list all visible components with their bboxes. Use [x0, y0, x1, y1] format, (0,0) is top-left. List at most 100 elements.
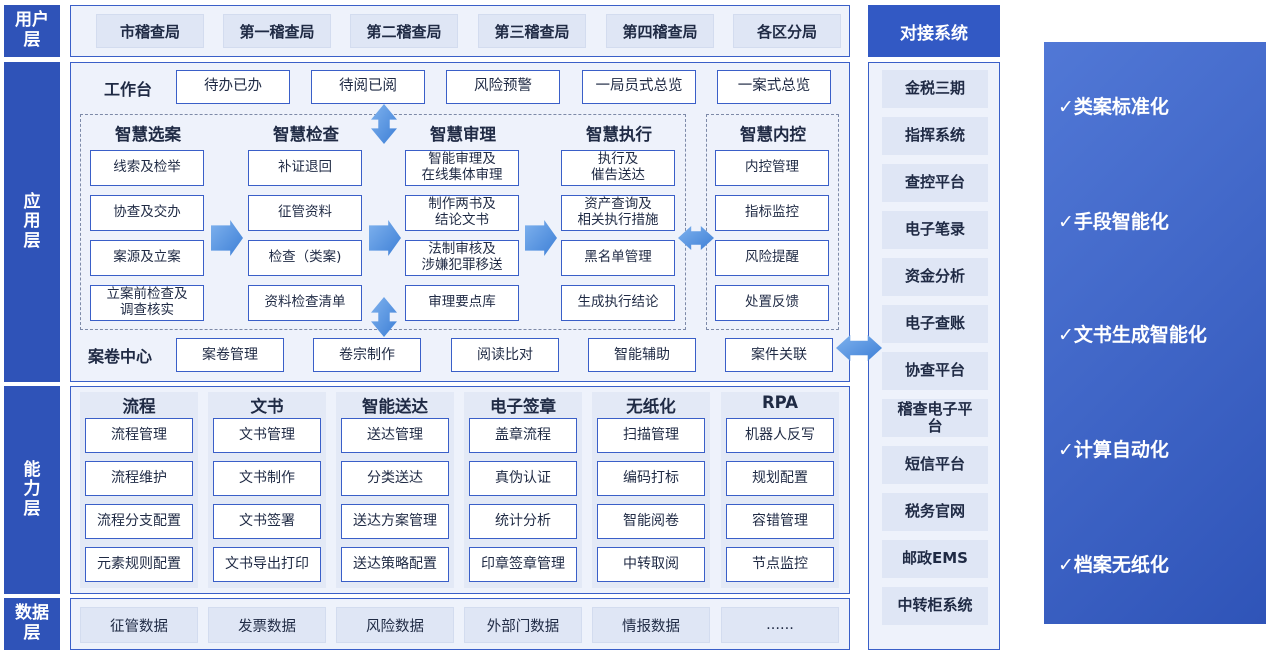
workbench-title: 工作台	[104, 80, 153, 99]
capability-title-4: 电子签章	[490, 397, 556, 416]
capability-title-6: RPA	[761, 393, 799, 412]
group-3-item-1[interactable]: 智能审理及 在线集体审理	[405, 150, 519, 186]
group-3-item-2[interactable]: 制作两书及 结论文书	[405, 195, 519, 231]
capability-6-item-4[interactable]: 节点监控	[726, 547, 834, 582]
capability-4-item-1[interactable]: 盖章流程	[469, 418, 577, 453]
group-5-item-4[interactable]: 处置反馈	[715, 285, 829, 321]
case-center-item-2[interactable]: 卷宗制作	[313, 338, 421, 372]
group-1-item-4[interactable]: 立案前检查及 调查核实	[90, 285, 204, 321]
capability-5-item-4[interactable]: 中转取阅	[597, 547, 705, 582]
system-item-4[interactable]: 电子笔录	[882, 211, 988, 249]
group-2-item-1[interactable]: 补证退回	[248, 150, 362, 186]
capability-2-item-2[interactable]: 文书制作	[213, 461, 321, 496]
system-item-1[interactable]: 金税三期	[882, 70, 988, 108]
system-item-2[interactable]: 指挥系统	[882, 117, 988, 155]
group-2-item-3[interactable]: 检查（类案)	[248, 240, 362, 276]
capability-1-item-3[interactable]: 流程分支配置	[85, 504, 193, 539]
data-source-1[interactable]: 征管数据	[80, 607, 198, 643]
capability-1-item-2[interactable]: 流程维护	[85, 461, 193, 496]
capability-4-item-3[interactable]: 统计分析	[469, 504, 577, 539]
layer-label-app: 应 用 层	[4, 62, 60, 382]
capability-3-item-4[interactable]: 送达策略配置	[341, 547, 449, 582]
user-unit-6[interactable]: 各区分局	[733, 14, 841, 48]
group-2-item-2[interactable]: 征管资料	[248, 195, 362, 231]
capability-5-item-3[interactable]: 智能阅卷	[597, 504, 705, 539]
group-4-item-1[interactable]: 执行及 催告送达	[561, 150, 675, 186]
capability-title-1: 流程	[122, 397, 156, 416]
user-unit-5[interactable]: 第四稽查局	[606, 14, 714, 48]
user-unit-2[interactable]: 第一稽查局	[223, 14, 331, 48]
group-2-item-4[interactable]: 资料检查清单	[248, 285, 362, 321]
capability-3-item-2[interactable]: 分类送达	[341, 461, 449, 496]
group-5-item-3[interactable]: 风险提醒	[715, 240, 829, 276]
feature-1: ✓类案标准化	[1058, 95, 1169, 118]
capability-2-item-4[interactable]: 文书导出打印	[213, 547, 321, 582]
group-5-item-2[interactable]: 指标监控	[715, 195, 829, 231]
capability-4-item-2[interactable]: 真伪认证	[469, 461, 577, 496]
system-item-12[interactable]: 中转柜系统	[882, 587, 988, 625]
capability-6-item-3[interactable]: 容错管理	[726, 504, 834, 539]
case-center-item-3[interactable]: 阅读比对	[451, 338, 559, 372]
case-center-item-5[interactable]: 案件关联	[725, 338, 833, 372]
capability-5-item-2[interactable]: 编码打标	[597, 461, 705, 496]
feature-5: ✓档案无纸化	[1058, 553, 1169, 576]
data-source-3[interactable]: 风险数据	[336, 607, 454, 643]
group-1-item-2[interactable]: 协查及交办	[90, 195, 204, 231]
group-1-item-1[interactable]: 线索及检举	[90, 150, 204, 186]
capability-title-5: 无纸化	[626, 397, 676, 416]
capability-2-item-1[interactable]: 文书管理	[213, 418, 321, 453]
capability-3-item-3[interactable]: 送达方案管理	[341, 504, 449, 539]
data-source-6[interactable]: ......	[721, 607, 839, 643]
group-title-2: 智慧检查	[273, 125, 339, 144]
capability-1-item-1[interactable]: 流程管理	[85, 418, 193, 453]
capability-6-item-1[interactable]: 机器人反写	[726, 418, 834, 453]
systems-header: 对接系统	[868, 5, 1000, 57]
data-source-4[interactable]: 外部门数据	[464, 607, 582, 643]
group-1-item-3[interactable]: 案源及立案	[90, 240, 204, 276]
group-4-item-4[interactable]: 生成执行结论	[561, 285, 675, 321]
workbench-item-5[interactable]: 一案式总览	[717, 70, 831, 104]
workbench-item-1[interactable]: 待办已办	[176, 70, 290, 104]
data-source-2[interactable]: 发票数据	[208, 607, 326, 643]
group-4-item-3[interactable]: 黑名单管理	[561, 240, 675, 276]
user-unit-3[interactable]: 第二稽查局	[350, 14, 458, 48]
group-3-item-4[interactable]: 审理要点库	[405, 285, 519, 321]
system-item-5[interactable]: 资金分析	[882, 258, 988, 296]
group-title-3: 智慧审理	[430, 125, 496, 144]
user-unit-1[interactable]: 市稽查局	[96, 14, 204, 48]
case-center-item-1[interactable]: 案卷管理	[176, 338, 284, 372]
feature-4: ✓计算自动化	[1058, 438, 1169, 461]
layer-label-capability: 能 力 层	[4, 386, 60, 594]
group-title-1: 智慧选案	[115, 125, 181, 144]
capability-3-item-1[interactable]: 送达管理	[341, 418, 449, 453]
capability-title-3: 智能送达	[362, 397, 428, 416]
capability-title-2: 文书	[250, 397, 284, 416]
flow-arrow-app-to-systems	[836, 335, 882, 361]
system-item-10[interactable]: 税务官网	[882, 493, 988, 531]
capability-1-item-4[interactable]: 元素规则配置	[85, 547, 193, 582]
data-source-5[interactable]: 情报数据	[592, 607, 710, 643]
system-item-7[interactable]: 协查平台	[882, 352, 988, 390]
group-title-5: 智慧内控	[740, 125, 806, 144]
flow-arrow-workbench-vertical	[371, 104, 397, 144]
system-item-8[interactable]: 稽查电子平 台	[882, 399, 988, 437]
case-center-item-4[interactable]: 智能辅助	[588, 338, 696, 372]
system-item-11[interactable]: 邮政EMS	[882, 540, 988, 578]
system-item-3[interactable]: 查控平台	[882, 164, 988, 202]
system-item-6[interactable]: 电子查账	[882, 305, 988, 343]
group-4-item-2[interactable]: 资产查询及 相关执行措施	[561, 195, 675, 231]
capability-2-item-3[interactable]: 文书签署	[213, 504, 321, 539]
capability-5-item-1[interactable]: 扫描管理	[597, 418, 705, 453]
capability-4-item-4[interactable]: 印章签章管理	[469, 547, 577, 582]
user-unit-4[interactable]: 第三稽查局	[478, 14, 586, 48]
workbench-item-4[interactable]: 一局员式总览	[582, 70, 696, 104]
workbench-item-3[interactable]: 风险预警	[446, 70, 560, 104]
system-item-9[interactable]: 短信平台	[882, 446, 988, 484]
workbench-item-2[interactable]: 待阅已阅	[311, 70, 425, 104]
capability-6-item-2[interactable]: 规划配置	[726, 461, 834, 496]
flow-arrow-review-to-execute	[525, 220, 557, 256]
group-5-item-1[interactable]: 内控管理	[715, 150, 829, 186]
flow-arrow-select-to-inspect	[211, 220, 243, 256]
group-3-item-3[interactable]: 法制审核及 涉嫌犯罪移送	[405, 240, 519, 276]
capability-layer-frame	[70, 386, 850, 594]
